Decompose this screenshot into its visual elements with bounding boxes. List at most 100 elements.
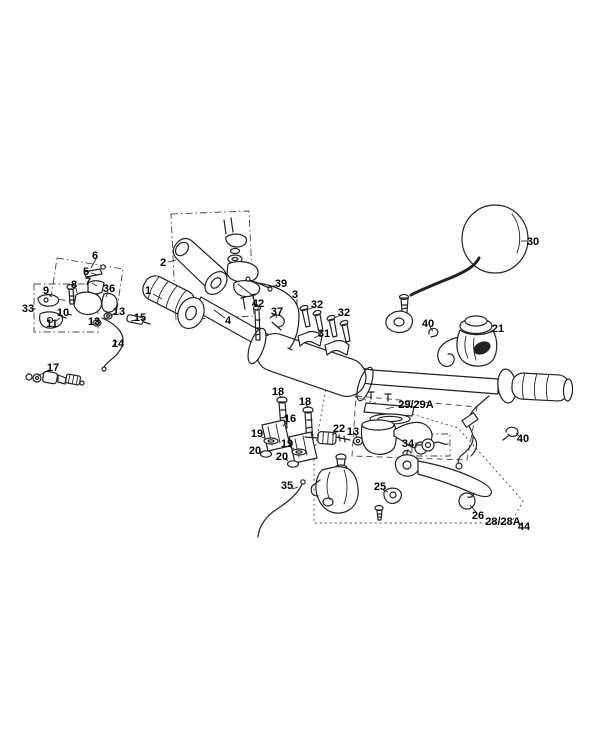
part-13-nut-b [92, 319, 102, 327]
callout-14: 14 [112, 338, 125, 350]
callout-2: 2 [160, 257, 166, 269]
assembly-pins [223, 217, 234, 235]
sleeve [42, 370, 59, 385]
right-grip-body [511, 372, 570, 402]
mirror-head [461, 204, 529, 274]
adjuster-22-cable [304, 436, 319, 439]
harness-connector [461, 412, 479, 428]
callout-18a: 18 [272, 386, 284, 398]
clip-40-upper [428, 327, 439, 338]
callout-4: 4 [225, 315, 232, 327]
clutch-perch-cluster [37, 264, 151, 372]
callout-17: 17 [47, 362, 59, 374]
clamp-screws-32 [299, 304, 351, 343]
brake-lever [394, 449, 493, 510]
bar-clamps-31 [297, 330, 350, 356]
riser-group [259, 396, 318, 468]
harness-wire [457, 395, 490, 466]
callout-16-leader [282, 420, 289, 427]
callout-40a-leader [429, 326, 434, 332]
lever-nub [402, 449, 412, 455]
pin-42-shaft [254, 309, 261, 341]
leader-lines [33, 240, 527, 513]
screw-32-shaft-1 [301, 308, 311, 328]
bracket-body [315, 466, 359, 514]
left-grip-flange [177, 296, 205, 330]
callout-33: 33 [22, 303, 34, 315]
callout-39: 39 [275, 278, 287, 290]
callout-19a: 19 [251, 428, 263, 440]
callout-40b-leader [515, 432, 520, 437]
callout-36: 36 [103, 283, 115, 295]
crossbar-pad [247, 327, 374, 402]
part-14-cable [101, 317, 124, 368]
throttle-cap-top [464, 315, 488, 327]
harness-end-fitting [455, 462, 463, 470]
cable-3-end [287, 347, 293, 351]
washer-19-b-hole [295, 450, 303, 454]
callout-44: 44 [518, 521, 531, 533]
callout-15-leader [130, 319, 137, 322]
callout-6-leader [90, 258, 97, 269]
mirror-assembly [385, 204, 529, 334]
throttle-housing [437, 315, 498, 368]
callout-18b: 18 [299, 396, 311, 408]
screw-32-shaft-3 [328, 318, 338, 338]
callout-19b-leader [288, 445, 295, 450]
clamp-25-body [383, 487, 402, 505]
callout-32b: 32 [338, 307, 350, 319]
part-15-tip [143, 321, 151, 325]
cable-35-nipple [300, 479, 306, 485]
washer-hole [34, 375, 40, 381]
part-14-cable-end [101, 366, 107, 372]
mirror-glass-highlight [511, 213, 521, 254]
mirror-mount-clamp [385, 310, 414, 334]
part-13-nut-a-hole [105, 314, 110, 319]
throttle-cable-loop [437, 336, 461, 368]
cable-35 [257, 479, 306, 538]
clip-40-lower [502, 426, 519, 441]
callout-35-leader [291, 486, 299, 490]
callout-16: 16 [284, 413, 296, 425]
cable-39-end-b [267, 286, 273, 292]
callout-9-leader [47, 293, 53, 298]
clip-37 [269, 314, 285, 331]
lever-pivot-hole [402, 460, 412, 470]
callout-17-leader [37, 369, 50, 377]
callout-31-leader [313, 334, 321, 339]
lever-perch-body [73, 291, 103, 316]
switch-screw [415, 442, 423, 448]
harness-branch [470, 435, 478, 457]
callout-28: 28/28A [485, 516, 521, 528]
callout-25: 25 [374, 481, 386, 493]
cable-35-wire [257, 483, 303, 538]
bolt-25-shaft [376, 509, 383, 521]
lever-blade [417, 460, 493, 498]
callout-21-leader [487, 329, 494, 334]
callout-26: 26 [472, 510, 484, 522]
callout-10: 10 [57, 307, 69, 319]
part-11-perch [39, 311, 64, 329]
lever-bracket [310, 453, 359, 514]
callout-13b-leader [97, 321, 102, 324]
clamp-25 [374, 487, 402, 521]
callout-9: 9 [43, 285, 49, 297]
callout-35: 35 [281, 480, 293, 492]
nut-13-c [352, 436, 364, 446]
left-grip-ribs [147, 277, 187, 313]
nut-20-b [286, 460, 300, 468]
reservoir-top [361, 419, 395, 431]
oring [25, 373, 33, 381]
callout-22: 22 [333, 423, 345, 435]
callout-8: 8 [71, 279, 77, 291]
callout-29: 29/29A [398, 399, 434, 411]
throttle-tube-flange [204, 271, 228, 295]
callout-26-leader [469, 504, 477, 513]
callout-7-leader [91, 282, 98, 287]
mirror-stem [409, 256, 481, 297]
callout-13a: 13 [113, 306, 125, 318]
switch-wire [433, 441, 449, 446]
housing-split-line [237, 283, 253, 296]
callout-40b: 40 [517, 433, 529, 445]
adjuster-tip [79, 380, 85, 386]
